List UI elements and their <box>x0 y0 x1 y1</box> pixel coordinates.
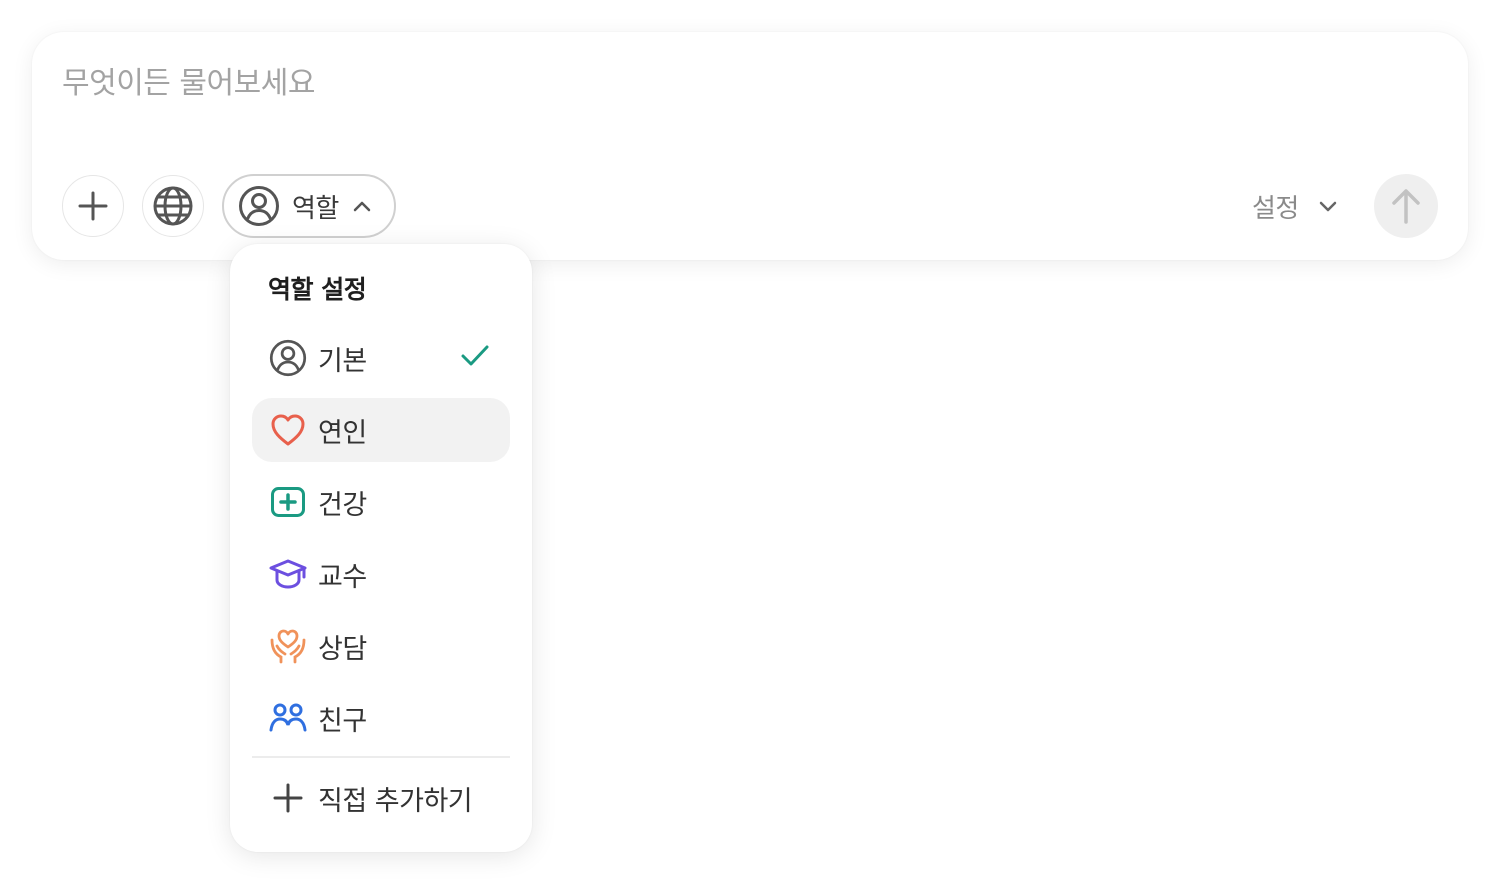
menu-item-lover[interactable]: 연인 <box>252 398 510 462</box>
chevron-up-icon <box>353 200 371 212</box>
add-custom-role-label: 직접 추가하기 <box>318 785 473 817</box>
menu-item-friend[interactable]: 친구 <box>252 686 510 750</box>
check-icon <box>460 344 490 368</box>
menu-title: 역할 설정 <box>268 275 367 304</box>
add-attachment-button[interactable] <box>62 175 124 237</box>
menu-item-label: 건강 <box>318 489 367 521</box>
role-select-button[interactable]: 역할 <box>222 174 396 238</box>
arrow-up-icon <box>1392 189 1420 224</box>
heart-icon <box>268 410 308 450</box>
add-custom-role-button[interactable]: 직접 추가하기 <box>252 766 510 830</box>
menu-item-health[interactable]: 건강 <box>252 470 510 534</box>
role-menu: 역할 설정 기본 연인 <box>230 244 532 852</box>
friends-icon <box>268 698 308 738</box>
send-button[interactable] <box>1374 174 1438 238</box>
globe-icon <box>153 186 193 226</box>
menu-item-label: 연인 <box>318 417 367 449</box>
plus-icon <box>268 778 308 818</box>
medical-plus-icon <box>268 482 308 522</box>
menu-item-label: 친구 <box>318 705 367 737</box>
message-input[interactable]: 무엇이든 물어보세요 <box>62 66 315 101</box>
menu-divider <box>252 756 510 758</box>
menu-item-counsel[interactable]: 상담 <box>252 614 510 678</box>
settings-label: 설정 <box>1252 194 1299 224</box>
settings-dropdown[interactable]: 설정 <box>1252 188 1337 225</box>
user-circle-icon <box>268 338 308 378</box>
menu-item-label: 상담 <box>318 633 367 665</box>
chat-composer: 무엇이든 물어보세요 역할 설정 <box>32 32 1468 260</box>
chevron-down-icon <box>1319 201 1337 213</box>
user-circle-icon <box>239 186 279 226</box>
role-button-label: 역할 <box>292 193 339 224</box>
menu-item-default[interactable]: 기본 <box>252 326 510 390</box>
menu-item-professor[interactable]: 교수 <box>252 542 510 606</box>
web-search-button[interactable] <box>142 175 204 237</box>
caring-hands-icon <box>268 626 308 666</box>
menu-item-label: 기본 <box>318 345 367 377</box>
menu-item-label: 교수 <box>318 561 367 593</box>
graduation-cap-icon <box>268 554 308 594</box>
plus-icon <box>78 191 108 221</box>
